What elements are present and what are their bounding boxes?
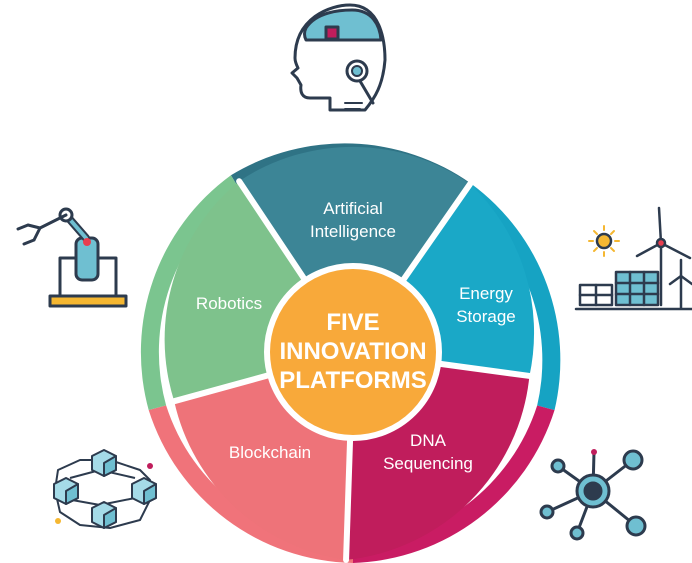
segment-labels: Artificial Intelligence Energy Storage D…	[196, 199, 516, 473]
cube-shape	[131, 477, 157, 505]
label-ai: Artificial	[323, 199, 383, 218]
label-energy: Energy	[459, 284, 513, 303]
label-ai: Intelligence	[310, 222, 396, 241]
label-dna: Sequencing	[383, 454, 473, 473]
label-energy: Storage	[456, 307, 516, 326]
solar-wind-icon	[574, 206, 692, 311]
cube-shape	[91, 449, 117, 477]
center-circle	[264, 263, 442, 441]
blockchain-cubes-icon	[53, 449, 157, 529]
cube-shape	[53, 477, 79, 505]
wedge-ai	[239, 146, 471, 352]
center-title: FIVE INNOVATION PLATFORMS	[279, 309, 427, 394]
center-title-line: INNOVATION	[279, 338, 426, 365]
molecule-network-icon	[539, 449, 647, 541]
label-dna: DNA	[410, 431, 447, 450]
cube-shape	[91, 501, 117, 529]
center-title-line: PLATFORMS	[279, 367, 427, 394]
label-blockchain: Blockchain	[229, 443, 311, 462]
center-title-line: FIVE	[326, 309, 379, 336]
ring-segment-robotics	[140, 175, 241, 411]
label-robotics: Robotics	[196, 294, 262, 313]
ring-segment-energy	[460, 183, 561, 411]
robot-arm-icon	[16, 207, 128, 308]
ai-head-icon	[290, 3, 387, 112]
